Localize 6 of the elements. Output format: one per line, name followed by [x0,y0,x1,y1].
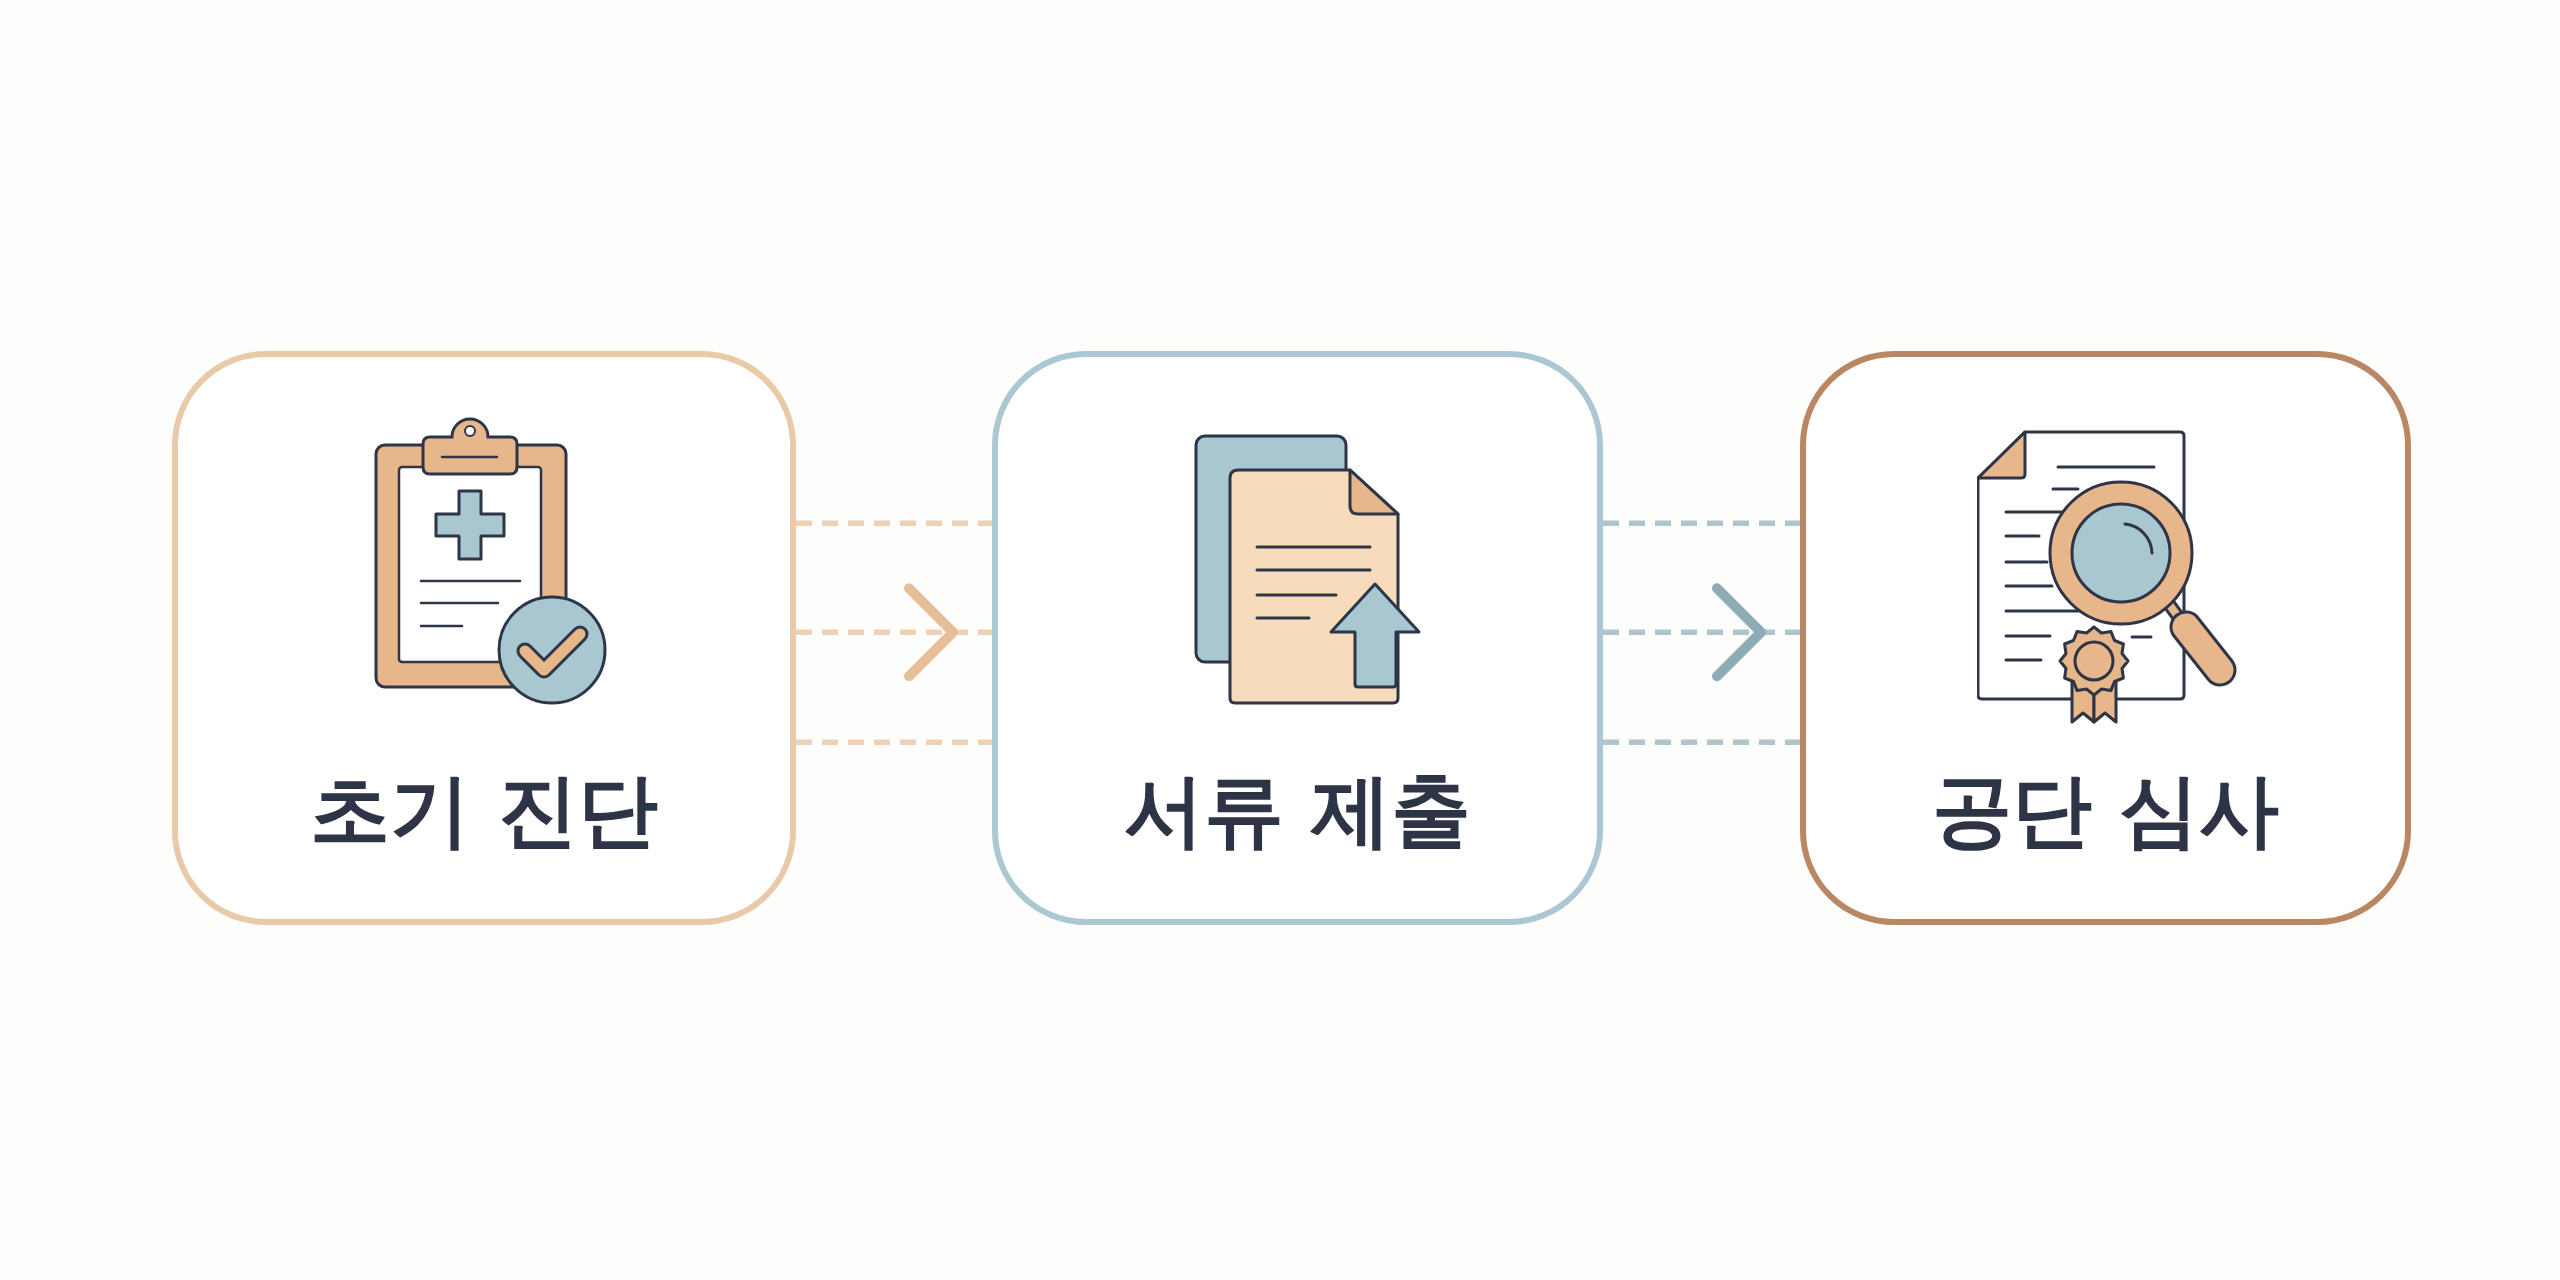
step-label: 초기 진단 [310,765,658,857]
step-card [172,351,796,925]
step-card [1800,351,2411,925]
step-label: 공단 심사 [1931,765,2280,857]
step-label: 서류 제출 [1123,765,1472,857]
step-card [992,351,1603,925]
